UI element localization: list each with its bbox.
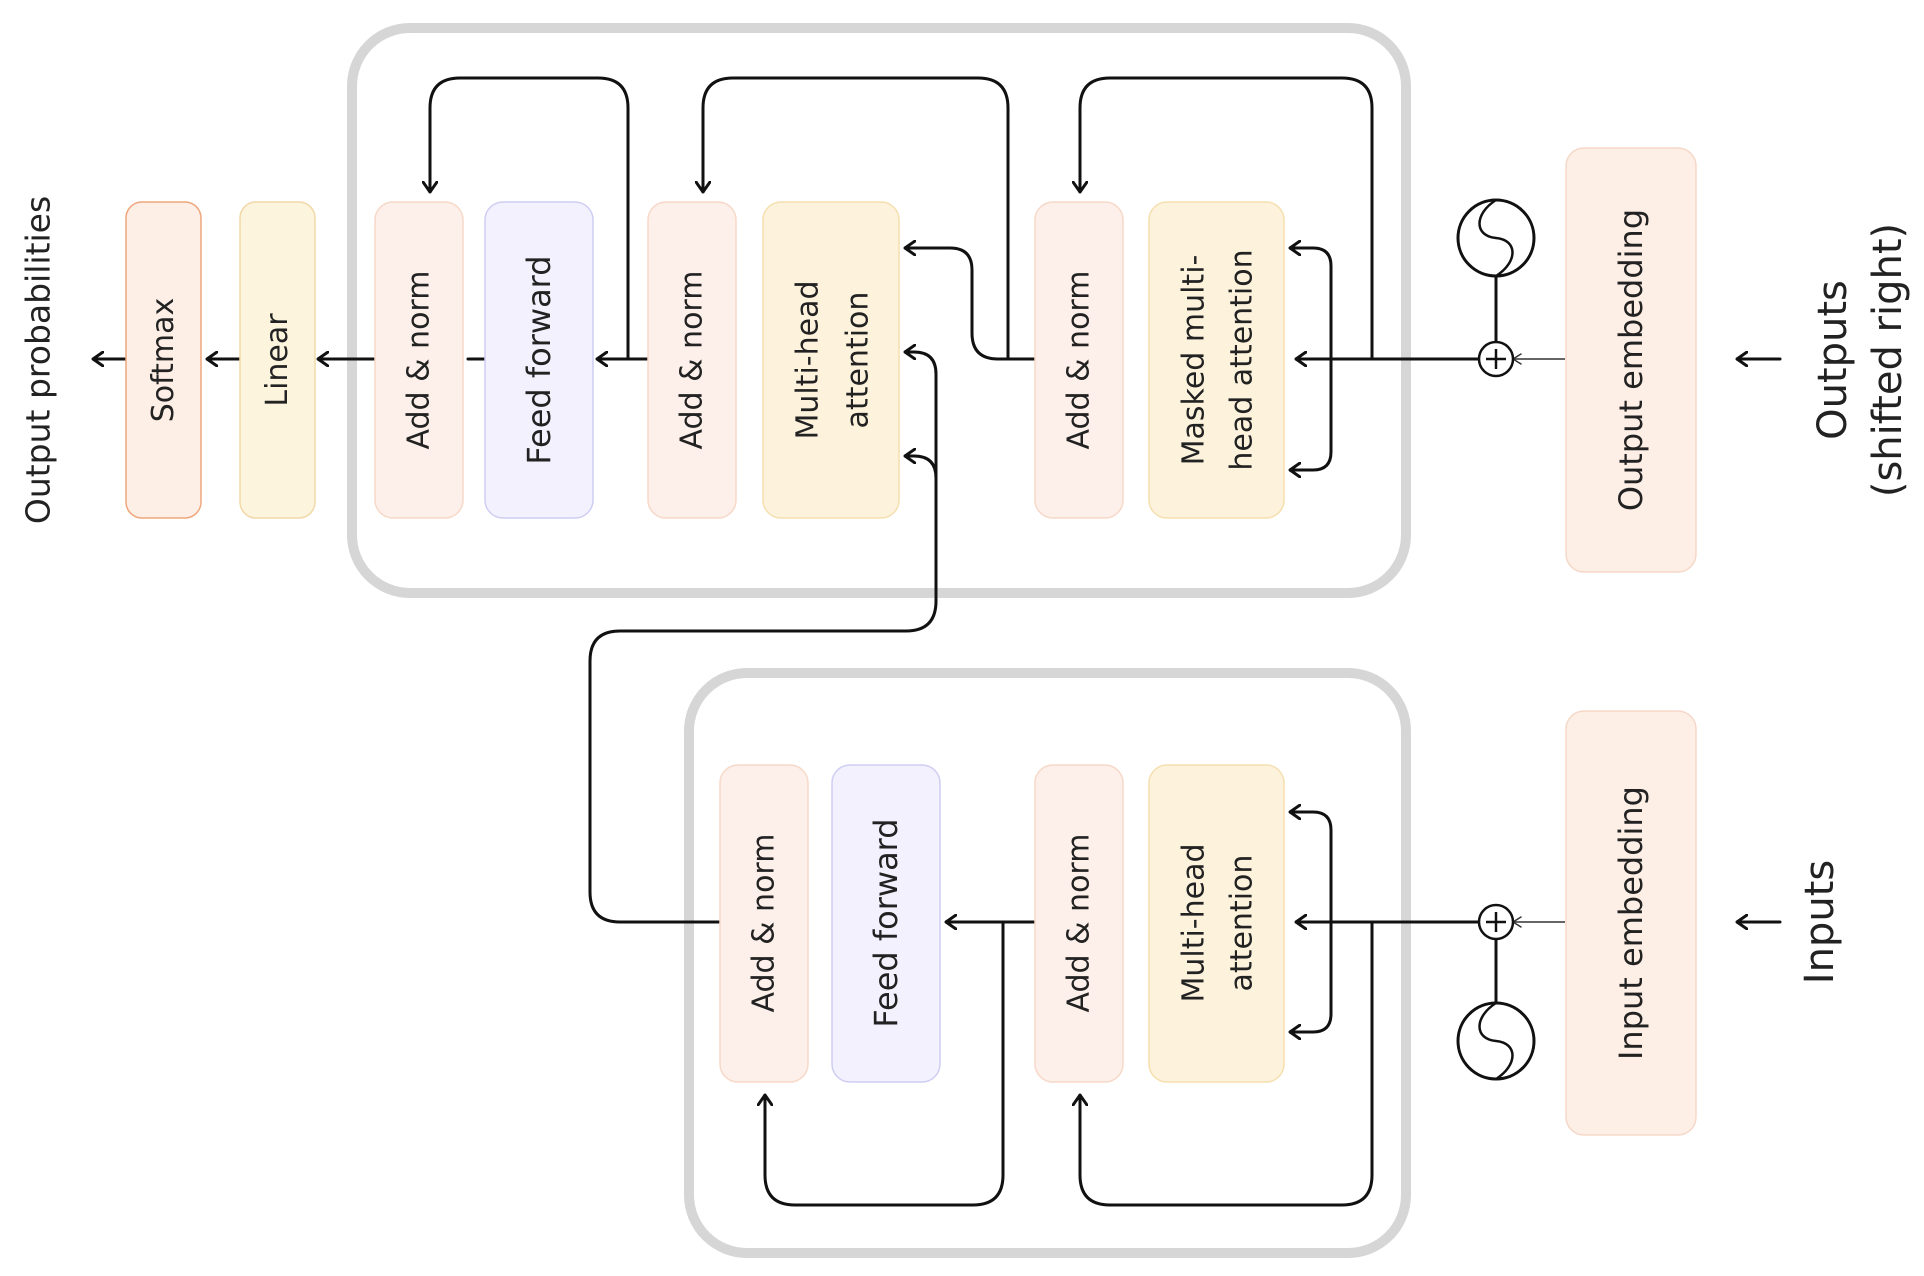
sine-wave-circle-icon [1456,198,1536,278]
encoder-add-norm-1-box: Add & norm [1034,764,1124,1083]
decoder-blocks: Softmax Linear Add & norm Feed forward A… [125,147,1697,573]
encoder-blocks: Add & norm Feed forward Add & norm Multi… [719,710,1697,1136]
encoder-add-norm-2-box: Add & norm [719,764,809,1083]
addnorm1-to-cross-attention [903,248,1037,361]
encoder-attention-box: Multi-head attention [1148,764,1285,1083]
encoder-frame [684,668,1411,1258]
circled-plus-icon [1477,903,1515,941]
masked-attention-box: Masked multi- head attention [1148,201,1285,519]
cross-attention-label-line2: attention [841,292,876,429]
encoder-attention-v [1288,920,1333,1032]
decoder-add-norm-2-box: Add & norm [647,201,737,519]
outputs-label-line1: Outputs [1810,280,1856,440]
linear-box: Linear [239,201,316,519]
decoder-frame [347,23,1411,598]
cross-attention-box: Multi-head attention [762,201,900,519]
output-embedding-label: Output embedding [1612,209,1650,511]
cross-attention-label-line1: Multi-head [791,280,826,439]
encoder-to-cross-attention-branch [903,352,938,602]
encoder-residual-1 [1080,920,1374,1207]
embedding-arrows [1512,353,1565,928]
decoder-add-norm-3-box: Add & norm [374,201,464,519]
input-embedding-box: Input embedding [1565,710,1697,1136]
output-probabilities-label: Output probabilities [19,196,58,524]
encoder-to-cross-attention [588,456,938,924]
masked-attention-q [1288,248,1333,361]
linear-label: Linear [260,313,295,407]
encoder-feed-forward-box: Feed forward [831,764,941,1083]
decoder-feed-forward-box: Feed forward [484,201,594,519]
outputs-label-line2: (shifted right) [1865,223,1911,497]
inputs-label: Inputs [1797,860,1843,984]
decoder-add-node [1477,340,1515,378]
decoder-add-norm-1-label: Add & norm [1062,271,1097,450]
input-embedding-label: Input embedding [1612,786,1650,1060]
encoder-add-norm-1-label: Add & norm [1062,834,1097,1013]
encoder-attention-label-line2: attention [1225,855,1260,992]
softmax-label: Softmax [146,298,181,423]
outer-arrows [1735,359,1782,922]
decoder-add-norm-1-box: Add & norm [1034,201,1124,519]
softmax-box: Softmax [125,201,202,519]
masked-attention-label-line2: head attention [1225,249,1260,470]
decoder-residual-3 [430,76,630,361]
encoder-add-node [1477,903,1515,941]
encoder-feed-forward-label: Feed forward [867,818,905,1027]
masked-attention-v [1288,357,1333,470]
decoder-positional-encoding [1456,198,1536,278]
masked-attention-label-line1: Masked multi- [1177,255,1212,466]
encoder-attention-label-line1: Multi-head [1177,843,1212,1002]
decoder-add-norm-2-label: Add & norm [675,271,710,450]
connections [91,76,1480,1207]
circled-plus-icon [1477,340,1515,378]
encoder-positional-encoding [1456,1001,1536,1081]
output-embedding-box: Output embedding [1565,147,1697,573]
decoder-add-norm-3-label: Add & norm [402,271,437,450]
sine-wave-circle-icon [1456,1001,1536,1081]
decoder-residual-2 [703,76,1010,361]
encoder-add-norm-2-label: Add & norm [747,834,782,1013]
encoder-residual-2 [765,920,1005,1207]
encoder-attention-q [1288,812,1333,924]
decoder-residual-1 [1080,76,1374,361]
decoder-feed-forward-label: Feed forward [520,255,558,464]
